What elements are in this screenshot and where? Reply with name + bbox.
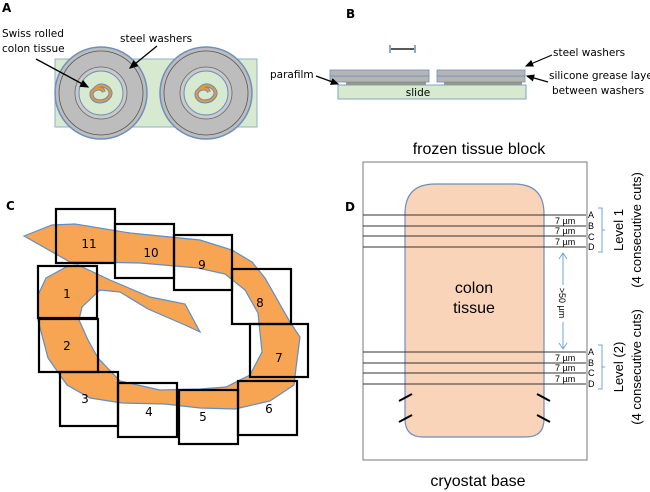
level1-label: Level 1	[611, 209, 626, 251]
scale-bar	[389, 45, 416, 53]
level2-cut-lines	[363, 351, 586, 385]
section-number-8: 8	[256, 296, 264, 310]
section-number-3: 3	[81, 392, 89, 406]
level1-thickness-2: 7 µm	[555, 226, 575, 236]
panel-b-letter: B	[346, 7, 355, 21]
arrow-grease	[525, 74, 549, 83]
arrow-parafilm	[315, 75, 340, 85]
gap-arrow	[558, 252, 568, 350]
panel-c: C 1 2 3 4 5 6 7 8 9 10 11	[6, 199, 310, 446]
panel-b: B slide parafilm steel washers silicone …	[270, 7, 650, 100]
swiss-roll-tissue-right	[194, 83, 218, 104]
arrow-washer-b	[524, 54, 553, 67]
section-number-6: 6	[265, 402, 273, 416]
panel-c-letter: C	[6, 199, 15, 213]
panel-d-letter: D	[345, 200, 355, 214]
label-parafilm: parafilm	[270, 69, 314, 81]
level1-sublabel: (4 consecutive cuts)	[629, 172, 644, 288]
level1-bracket	[598, 207, 605, 253]
level2-cut-d: D	[588, 379, 595, 389]
washer-right	[159, 46, 253, 140]
label-steel-washers-b: steel washers	[553, 47, 625, 59]
label-steel-washers-a: steel washers	[120, 33, 192, 45]
section-box-8	[230, 267, 293, 326]
level2-cut-b: B	[588, 358, 594, 368]
washer-stack-right	[436, 69, 526, 85]
arrow-tissue	[35, 58, 90, 88]
swiss-roll-tissue-left	[89, 83, 113, 104]
glass-slide	[337, 84, 527, 100]
level1-cut-d: D	[588, 242, 595, 252]
panel-d: D frozen tissue block colon tissue 7 µm …	[345, 141, 644, 490]
panel-a: A Swiss rolled colon tissue steel	[2, 1, 258, 140]
level2-label: Level (2)	[611, 342, 626, 393]
level2-thickness-3: 7 µm	[555, 374, 575, 384]
section-number-5: 5	[199, 410, 207, 424]
level2-thickness-2: 7 µm	[555, 363, 575, 373]
level1-thickness-3: 7 µm	[555, 237, 575, 247]
panel-a-letter: A	[2, 1, 12, 15]
label-silicone-grease: silicone grease layer	[549, 70, 650, 82]
washer-left	[54, 46, 148, 140]
level1-cut-b: B	[588, 221, 594, 231]
section-box-6	[236, 379, 299, 437]
gap-label: >50 µm	[557, 288, 567, 318]
level2-sublabel: (4 consecutive cuts)	[629, 309, 644, 425]
section-number-10: 10	[143, 246, 158, 260]
tissue-label-tissue: tissue	[453, 300, 495, 317]
section-number-9: 9	[198, 258, 206, 272]
section-number-7: 7	[275, 351, 283, 365]
break-marks	[398, 393, 551, 423]
section-grid	[36, 207, 310, 446]
label-swiss-rolled: Swiss rolled	[2, 28, 64, 40]
section-number-1: 1	[63, 287, 71, 301]
washer-stack-left	[329, 69, 430, 85]
label-slide: slide	[406, 87, 430, 99]
level1-cut-a: A	[588, 210, 594, 220]
section-box-11	[54, 207, 117, 265]
level2-cut-c: C	[588, 368, 595, 378]
level1-cut-c: C	[588, 232, 595, 242]
title-cryostat-base: cryostat base	[430, 473, 525, 490]
section-box-4	[116, 381, 179, 439]
level2-bracket	[598, 344, 605, 390]
section-number-4: 4	[145, 405, 153, 419]
level1-cut-lines	[363, 214, 586, 248]
level1-thickness-1: 7 µm	[555, 216, 575, 226]
label-colon-tissue: colon tissue	[2, 43, 65, 55]
level2-cut-a: A	[588, 347, 594, 357]
tissue-label-colon: colon	[455, 280, 493, 297]
arrow-washer-a	[128, 45, 158, 69]
section-number-11: 11	[81, 237, 96, 251]
title-frozen-tissue-block: frozen tissue block	[413, 141, 547, 158]
section-number-2: 2	[63, 339, 71, 353]
label-between-washers: between washers	[552, 85, 644, 97]
level2-thickness-1: 7 µm	[555, 353, 575, 363]
